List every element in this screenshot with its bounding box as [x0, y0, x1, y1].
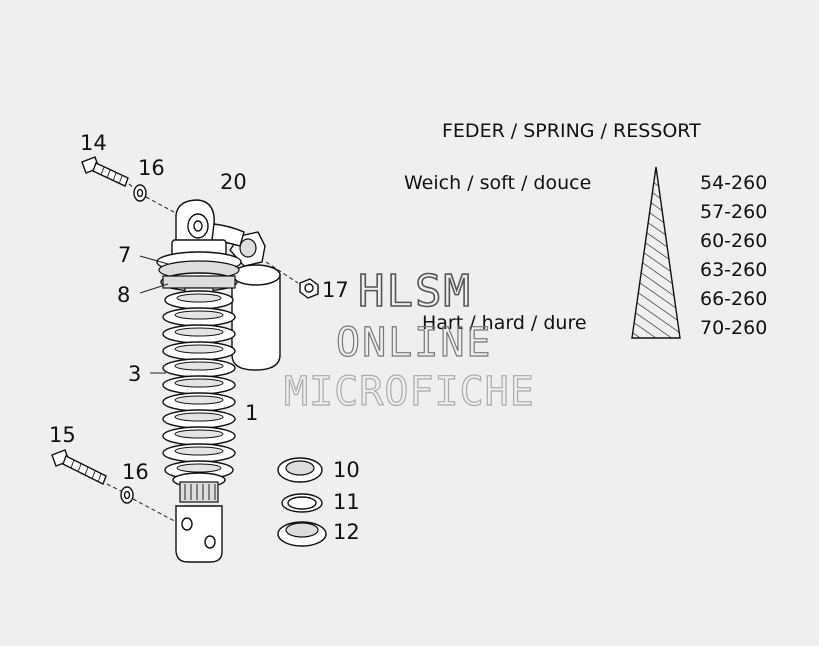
rate-list: 54-260 57-260 60-260 63-260 66-260 70-26…	[700, 172, 767, 339]
top-eye-20	[175, 199, 245, 247]
ring-10	[277, 457, 323, 483]
callout-10: 10	[333, 458, 360, 482]
callout-15: 15	[49, 423, 76, 447]
callout-16-top: 16	[138, 156, 165, 180]
spring-table-title: FEDER / SPRING / RESSORT	[442, 120, 701, 142]
watermark: HLSM ONLINE MICROFICHE	[283, 265, 535, 415]
spring-coil-inner	[176, 293, 222, 303]
rate-item: 63-260	[700, 259, 767, 281]
lower-mount	[172, 472, 226, 563]
spring-rate-table: FEDER / SPRING / RESSORT Weich / soft / …	[404, 120, 767, 339]
hard-label: Hart / hard / dure	[422, 312, 587, 334]
spring-coil-inner	[174, 344, 224, 354]
spring-coil-inner	[174, 378, 224, 388]
watermark-line-3: MICROFICHE	[284, 369, 535, 415]
callout-1: 1	[245, 401, 258, 425]
watermark-line-1: HLSM	[358, 266, 472, 317]
rate-item: 54-260	[700, 172, 767, 194]
spring-coil-inner	[174, 395, 224, 405]
spring-coil-inner	[174, 361, 224, 371]
callout-3: 3	[128, 362, 141, 386]
spring-coil-inner	[176, 463, 222, 473]
callout-7: 7	[118, 243, 131, 267]
stiffness-wedge	[631, 166, 681, 339]
washer-16-bottom	[120, 486, 134, 504]
rate-item: 70-260	[700, 317, 767, 339]
spring-coil-inner	[174, 446, 224, 456]
ring-12	[277, 521, 327, 547]
bolt-15	[51, 449, 107, 485]
rate-item: 57-260	[700, 201, 767, 223]
rate-item: 66-260	[700, 288, 767, 310]
callout-20: 20	[220, 170, 247, 194]
callout-16-bottom: 16	[122, 460, 149, 484]
spring-coil-inner	[174, 429, 224, 439]
callout-12: 12	[333, 520, 360, 544]
callout-17: 17	[322, 278, 349, 302]
spring-3	[162, 290, 236, 480]
spring-coil-inner	[174, 327, 224, 337]
bolt-14	[81, 156, 129, 187]
spring-coil-inner	[174, 310, 224, 320]
soft-label: Weich / soft / douce	[404, 172, 591, 194]
nut-17	[299, 278, 319, 299]
callout-11: 11	[333, 490, 360, 514]
reservoir	[229, 231, 281, 371]
rate-item: 60-260	[700, 230, 767, 252]
watermark-line-2: ONLINE	[336, 320, 493, 366]
callout-14: 14	[80, 131, 107, 155]
washer-16-top	[133, 184, 147, 202]
ring-11	[281, 493, 323, 513]
spring-coil-inner	[174, 412, 224, 422]
callout-8: 8	[117, 283, 130, 307]
